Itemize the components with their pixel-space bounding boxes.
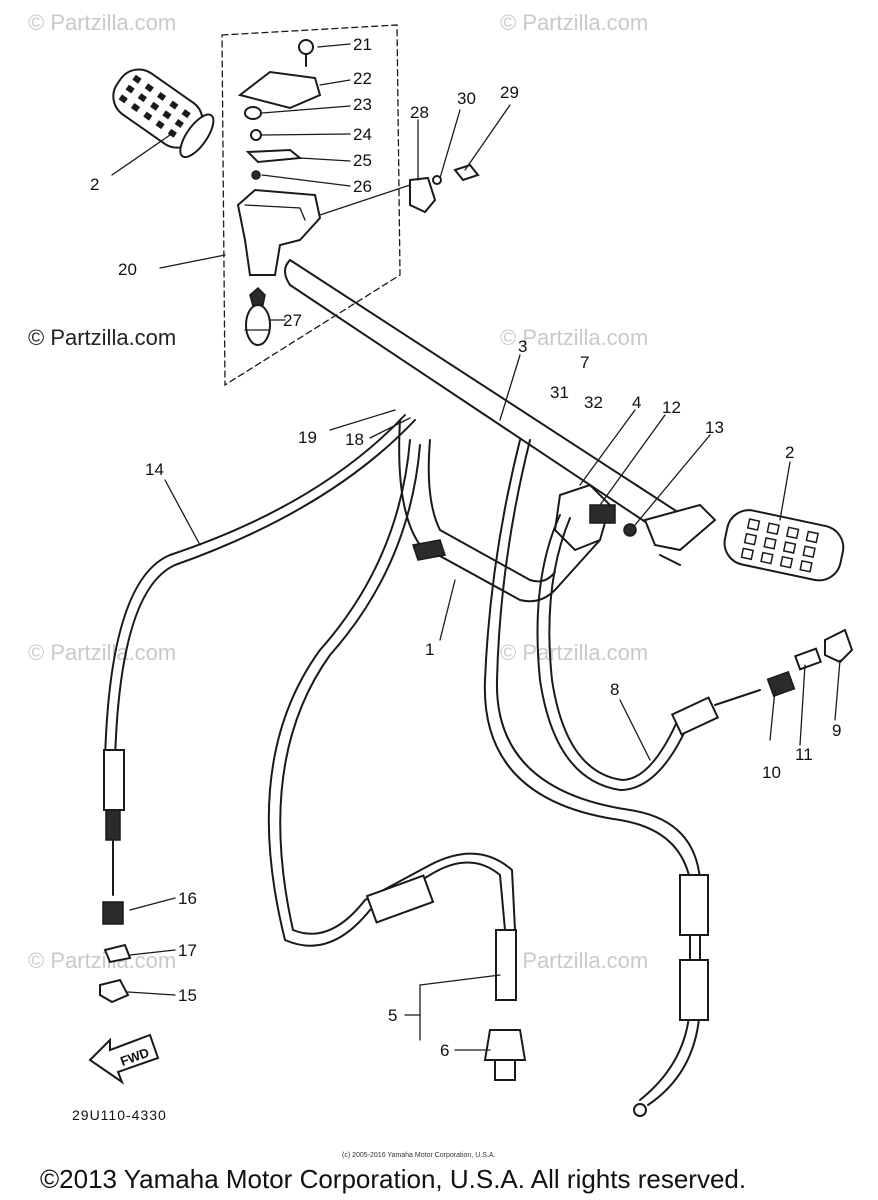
callout: 29 bbox=[500, 83, 519, 102]
small-parts-top bbox=[409, 163, 480, 214]
callout: 19 bbox=[298, 428, 317, 447]
callout: 18 bbox=[345, 430, 364, 449]
brake-lever-assembly bbox=[553, 483, 717, 566]
callout: 1 bbox=[425, 640, 434, 659]
callout: 6 bbox=[440, 1041, 449, 1060]
callout: 3 bbox=[518, 337, 527, 356]
left-grip bbox=[112, 68, 215, 159]
callout: 30 bbox=[457, 89, 476, 108]
cables bbox=[103, 414, 761, 1117]
callout: 14 bbox=[145, 460, 164, 479]
watermark: © Partzilla.com bbox=[500, 640, 648, 665]
watermark: © Partzilla.com bbox=[28, 640, 176, 665]
callout: 7 bbox=[580, 353, 589, 372]
small-copyright: (c) 2005-2016 Yamaha Motor Corporation, … bbox=[342, 1152, 495, 1159]
callout: 13 bbox=[705, 418, 724, 437]
callout: 23 bbox=[353, 95, 372, 114]
small-parts-left bbox=[99, 901, 132, 1004]
throttle-parts bbox=[236, 39, 322, 346]
watermark: © Partzilla.com bbox=[28, 10, 176, 35]
callout: 27 bbox=[283, 311, 302, 330]
handlebar bbox=[284, 259, 691, 603]
callout: 2 bbox=[90, 175, 99, 194]
callout: 16 bbox=[178, 889, 197, 908]
right-grip bbox=[723, 509, 845, 582]
callout: 12 bbox=[662, 398, 681, 417]
callout: 11 bbox=[795, 745, 813, 764]
diagram-code: 29U110-4330 bbox=[72, 1107, 167, 1123]
callout: 26 bbox=[353, 177, 372, 196]
fwd-arrow-icon: FWD bbox=[88, 1033, 160, 1085]
callout: 31 bbox=[550, 383, 569, 402]
callout: 24 bbox=[353, 125, 372, 144]
callout: 25 bbox=[353, 151, 372, 170]
footer-copyright: ©2013 Yamaha Motor Corporation, U.S.A. A… bbox=[40, 1164, 746, 1194]
watermark: © Partzilla.com bbox=[500, 10, 648, 35]
watermark-main: © Partzilla.com bbox=[28, 325, 176, 350]
callout: 28 bbox=[410, 103, 429, 122]
callout: 15 bbox=[178, 986, 197, 1005]
callout: 22 bbox=[353, 69, 372, 88]
throttle-assembly-box bbox=[221, 24, 401, 387]
callout: 21 bbox=[353, 35, 372, 54]
watermark: © Partzilla.com bbox=[500, 948, 648, 973]
small-parts-right bbox=[766, 628, 854, 698]
callouts: 21 22 23 24 25 26 2 20 27 28 30 29 3 7 3… bbox=[90, 35, 841, 1060]
callout: 32 bbox=[584, 393, 603, 412]
watermark: © Partzilla.com bbox=[500, 325, 648, 350]
callout: 5 bbox=[388, 1006, 397, 1025]
callout: 8 bbox=[610, 680, 619, 699]
leader-lines bbox=[111, 43, 841, 1051]
callout: 10 bbox=[762, 763, 781, 782]
callout: 20 bbox=[118, 260, 137, 279]
callout: 2 bbox=[785, 443, 794, 462]
callout: 4 bbox=[632, 393, 641, 412]
callout: 17 bbox=[178, 941, 197, 960]
callout: 9 bbox=[832, 721, 841, 740]
